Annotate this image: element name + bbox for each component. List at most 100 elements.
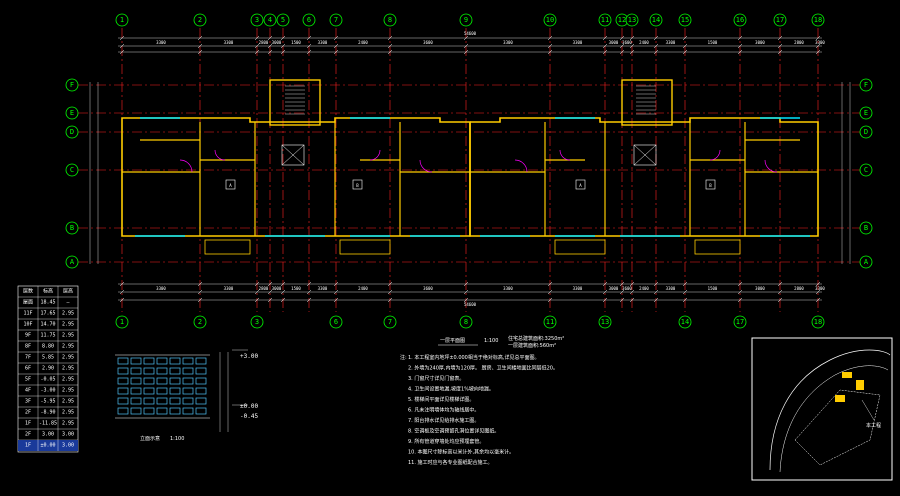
dimension-label: 3300 (224, 286, 234, 291)
floor-table-cell: 3.00 (42, 432, 54, 438)
dimension-label: 3000 (609, 286, 619, 291)
dimension-label: 1500 (291, 40, 301, 45)
total-dimension-top: 54600 (464, 31, 477, 36)
svg-text:D: D (864, 128, 868, 136)
floor-table-cell: 2.95 (62, 399, 74, 405)
floor-table-cell: 3.00 (62, 432, 74, 438)
dimension-label: 1500 (708, 40, 718, 45)
unit-tag-b: B (709, 183, 712, 188)
axis-bubble-top: 9 (459, 13, 473, 27)
floor-table-cell: 2.95 (62, 377, 74, 383)
svg-text:13: 13 (628, 16, 636, 24)
svg-text:15: 15 (681, 16, 689, 24)
axis-bubble-top: 4 (263, 13, 277, 27)
floor-table-cell: ±0.00 (40, 443, 55, 449)
svg-text:D: D (70, 128, 74, 136)
dimension-label: 3000 (755, 286, 765, 291)
note-line: 8. 空调板及空调预留孔洞位置详见图纸。 (408, 428, 499, 435)
dimension-label: 3000 (272, 40, 282, 45)
floor-table-cell: 6F (25, 366, 31, 372)
dimension-label: 3300 (815, 286, 825, 291)
floor-table-cell: -3.00 (40, 388, 55, 394)
axis-bubble-top: 5 (276, 13, 290, 27)
axis-bubble-top: 6 (302, 13, 316, 27)
svg-text:2: 2 (198, 16, 202, 24)
note-line: 10. 本图尺寸除标高以米计外,其余均以毫米计。 (408, 449, 514, 456)
svg-text:10: 10 (546, 16, 554, 24)
svg-text:11: 11 (546, 318, 554, 326)
floor-table-cell: 9F (25, 333, 31, 339)
floor-table-cell: 1F (25, 421, 31, 427)
note-line: 5. 楼梯间平面详见楼梯详图。 (408, 396, 474, 403)
axis-bubble-bottom: 7 (383, 315, 397, 329)
dimension-label: 2400 (639, 286, 649, 291)
axis-bubble-top: 16 (733, 13, 747, 27)
note-line: 6. 凡未注明墙体均为轴线居中。 (408, 407, 479, 414)
axis-bubble-bottom: 1 (115, 315, 129, 329)
svg-text:C: C (864, 166, 868, 174)
svg-text:14: 14 (681, 318, 689, 326)
svg-text:12: 12 (618, 16, 626, 24)
floor-table-cell: 4F (25, 388, 31, 394)
dimension-label: 3300 (573, 286, 583, 291)
svg-text:9: 9 (464, 16, 468, 24)
svg-text:18: 18 (814, 318, 822, 326)
svg-text:B: B (70, 224, 74, 232)
legend-line-1: 住宅总建筑面积:3250m² (508, 335, 564, 342)
floor-table-cell: 2.95 (62, 366, 74, 372)
axis-bubble-bottom: 11 (543, 315, 557, 329)
note-line: 7. 阳台排水详见给排水施工图。 (408, 417, 479, 424)
svg-text:6: 6 (334, 318, 338, 326)
floor-table-cell: 2.95 (62, 388, 74, 394)
svg-text:6: 6 (307, 16, 311, 24)
axis-bubble-left: F (65, 78, 79, 92)
svg-text:7: 7 (388, 318, 392, 326)
floor-table-cell: -5.95 (40, 399, 55, 405)
dimension-label: 3300 (318, 286, 328, 291)
svg-text:A: A (70, 258, 75, 266)
dimension-label: 3600 (622, 286, 632, 291)
axis-bubble-bottom: 18 (811, 315, 825, 329)
floor-table-cell: 2.95 (62, 344, 74, 350)
svg-text:8: 8 (464, 318, 468, 326)
axis-bubble-top: 12 (615, 13, 629, 27)
building-right-half (469, 79, 819, 255)
floor-table-cell: -0.05 (40, 377, 55, 383)
unit-tag-a: A (579, 183, 582, 188)
axis-bubble-bottom: 13 (598, 315, 612, 329)
dimension-label: 2400 (358, 40, 368, 45)
dimension-label: 3300 (503, 286, 513, 291)
svg-text:7: 7 (334, 16, 338, 24)
site-label: 本工程 (866, 422, 881, 429)
floor-table-cell: 2.95 (62, 333, 74, 339)
svg-text:16: 16 (736, 16, 744, 24)
svg-text:18: 18 (814, 16, 822, 24)
svg-text:1: 1 (120, 318, 124, 326)
axis-bubble-top: 2 (193, 13, 207, 27)
floor-table-cell: 2F (25, 432, 31, 438)
floor-table-cell: 1F (25, 443, 31, 449)
elevation-window-grid (117, 357, 207, 415)
axis-bubble-bottom: 2 (193, 315, 207, 329)
building-left-half (121, 79, 471, 255)
floor-table-cell: 2.95 (62, 311, 74, 317)
floor-table-cell: -8.90 (40, 410, 55, 416)
note-line: 4. 卫生间设置地漏,坡度1%坡向地漏。 (408, 386, 494, 393)
floor-table-cell: 屋面 (23, 300, 33, 306)
floor-table-cell: 11F (23, 311, 32, 317)
svg-text:E: E (70, 109, 74, 117)
axis-bubble-right: B (859, 221, 873, 235)
dimension-label: 2400 (639, 40, 649, 45)
dimension-label: 3300 (156, 40, 166, 45)
axis-bubble-right: F (859, 78, 873, 92)
elevation-title: 立面示意 (140, 435, 160, 442)
axis-bubble-bottom: 3 (250, 315, 264, 329)
svg-text:11: 11 (601, 16, 609, 24)
elevation-scale: 1:100 (170, 436, 184, 442)
total-dimension-bottom: 54600 (464, 302, 477, 307)
